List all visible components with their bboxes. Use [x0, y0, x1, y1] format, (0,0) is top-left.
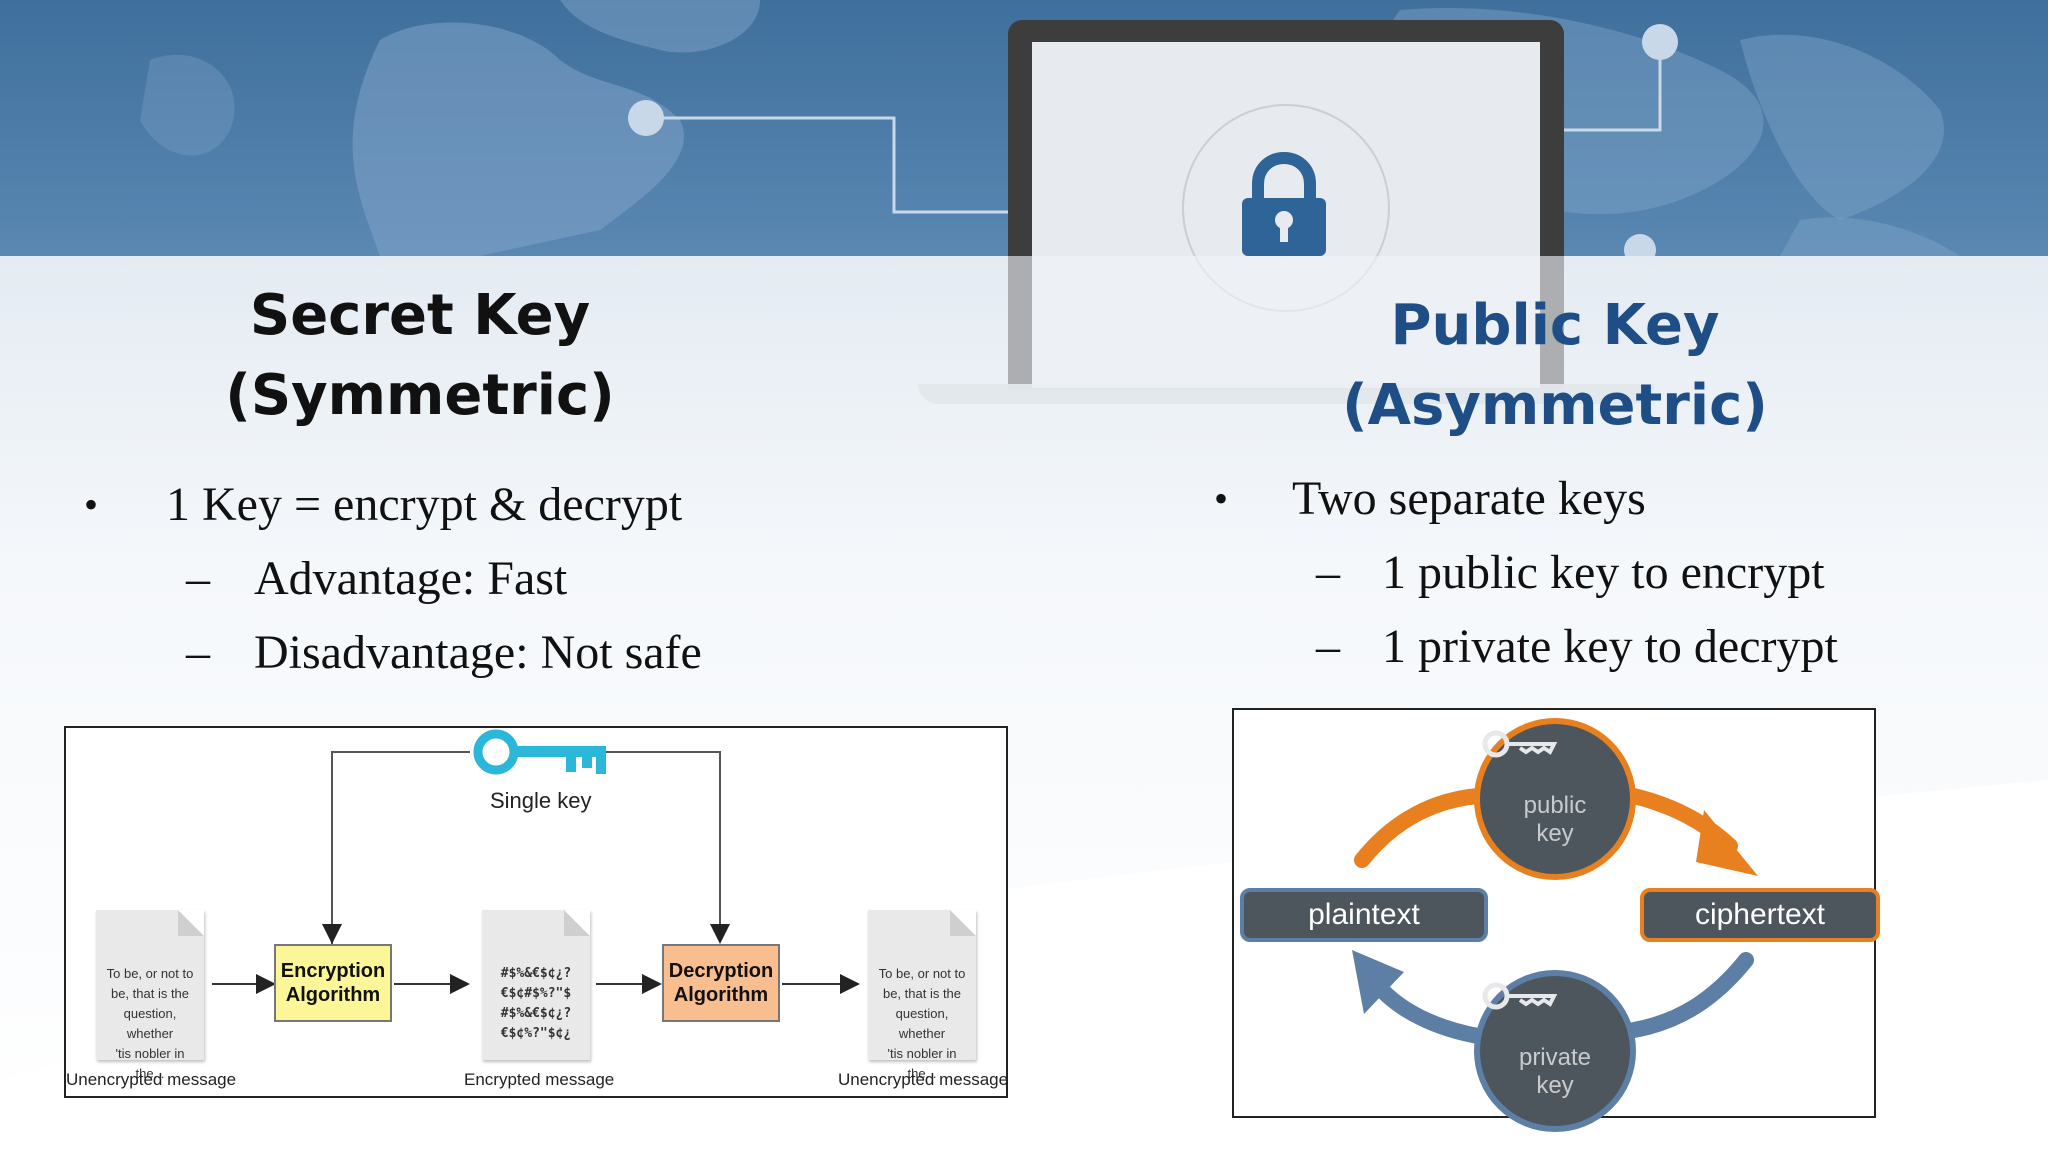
- sub-bullet-text: 1 public key to encrypt: [1382, 546, 1825, 599]
- public-key-heading-line1: Public Key: [1390, 293, 1720, 358]
- encryption-algorithm-box: Encryption Algorithm: [274, 944, 392, 1022]
- dash-marker: –: [186, 552, 210, 605]
- public-key-label: public key: [1523, 792, 1587, 847]
- private-key-circle: private key: [1474, 970, 1636, 1132]
- sub-bullet-item: – Advantage: Fast: [80, 542, 760, 616]
- secret-key-heading: Secret Key (Symmetric): [120, 276, 720, 436]
- private-key-icon: [1482, 982, 1558, 1010]
- bullet-marker: •: [1214, 476, 1229, 521]
- asymmetric-encryption-diagram: plaintext ciphertext public key private …: [1232, 708, 1880, 1132]
- sub-bullet-text: 1 private key to decrypt: [1382, 620, 1838, 673]
- sub-bullet-item: – 1 private key to decrypt: [1208, 610, 1928, 684]
- public-key-circle: public key: [1474, 718, 1636, 880]
- caption-encrypted: Encrypted message: [464, 1070, 615, 1089]
- secret-key-heading-line2: (Symmetric): [225, 363, 615, 428]
- bullet-marker: •: [84, 482, 99, 527]
- asymmetric-arrows: [1352, 788, 1758, 1044]
- secret-key-bullets: • 1 Key = encrypt & decrypt – Advantage:…: [80, 468, 760, 690]
- symmetric-encryption-diagram: Single key To be, or not to be, that is …: [64, 726, 1008, 1098]
- plaintext-document-text: To be, or not to be, that is the questio…: [106, 966, 194, 1081]
- single-key-label: Single key: [490, 788, 592, 813]
- encrypted-document: #$%&€$¢¿? €$¢#$%?"$ #$%&€$¢¿? €$¢%?"$¢¿: [482, 910, 590, 1060]
- key-icon: [473, 729, 606, 775]
- bullet-item: • 1 Key = encrypt & decrypt: [80, 468, 760, 542]
- bullet-text: 1 Key = encrypt & decrypt: [166, 478, 683, 531]
- dash-marker: –: [1316, 620, 1340, 673]
- dash-marker: –: [186, 626, 210, 679]
- encrypted-document-text: #$%&€$¢¿? €$¢#$%?"$ #$%&€$¢¿? €$¢%?"$¢¿: [500, 966, 572, 1041]
- public-key-bullets: • Two separate keys – 1 public key to en…: [1208, 462, 1928, 684]
- laptop-overlay: [1008, 256, 1564, 390]
- dash-marker: –: [1316, 546, 1340, 599]
- sub-bullet-item: – 1 public key to encrypt: [1208, 536, 1928, 610]
- public-key-heading: Public Key (Asymmetric): [1255, 286, 1855, 446]
- symmetric-connectors: [212, 729, 860, 994]
- plaintext-document: To be, or not to be, that is the questio…: [96, 910, 204, 1081]
- public-key-heading-line2: (Asymmetric): [1342, 373, 1768, 438]
- decrypted-document-text: To be, or not to be, that is the questio…: [878, 966, 966, 1081]
- caption-unencrypted-right: Unencrypted message: [838, 1070, 1009, 1089]
- private-key-label: private key: [1518, 1044, 1592, 1099]
- sub-bullet-item: – Disadvantage: Not safe: [80, 616, 760, 690]
- sub-bullet-text: Disadvantage: Not safe: [254, 626, 702, 679]
- ciphertext-pill: ciphertext: [1640, 888, 1880, 942]
- bullet-text: Two separate keys: [1292, 472, 1646, 525]
- lock-icon: [1242, 152, 1326, 256]
- plaintext-pill: plaintext: [1240, 888, 1488, 942]
- public-key-icon: [1482, 730, 1558, 758]
- decryption-algorithm-box: Decryption Algorithm: [662, 944, 780, 1022]
- secret-key-heading-line1: Secret Key: [249, 283, 591, 348]
- sub-bullet-text: Advantage: Fast: [254, 552, 568, 605]
- caption-unencrypted-left: Unencrypted message: [66, 1070, 237, 1089]
- decrypted-document: To be, or not to be, that is the questio…: [868, 910, 976, 1081]
- bullet-item: • Two separate keys: [1208, 462, 1928, 536]
